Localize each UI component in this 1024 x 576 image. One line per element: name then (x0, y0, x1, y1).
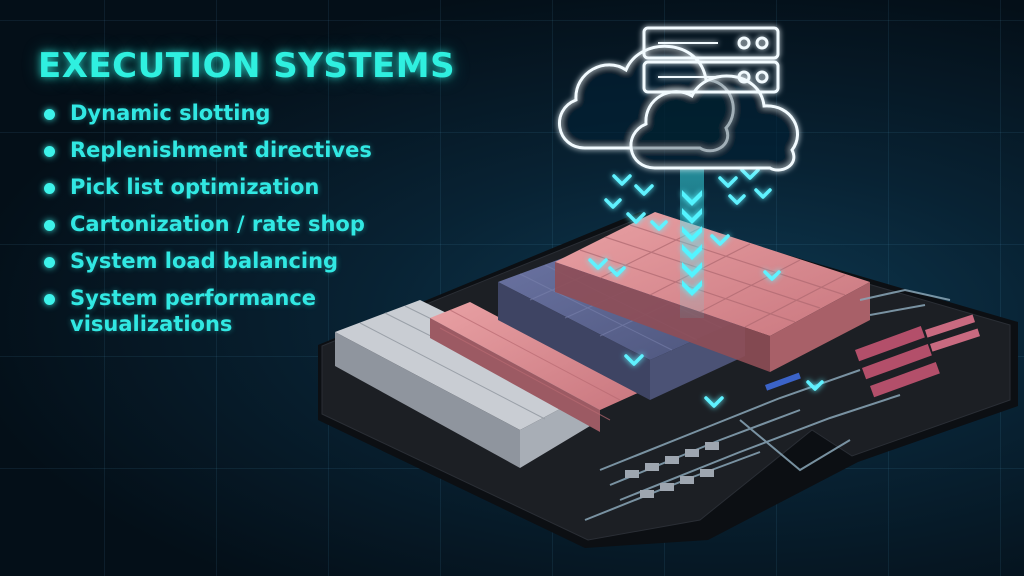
list-item: Pick list optimization (38, 174, 508, 200)
cloud-icon (558, 45, 799, 172)
bullet-dot-icon (44, 220, 55, 231)
down-chevron-icon (588, 168, 824, 408)
bullet-list: Dynamic slotting Replenishment directive… (38, 100, 508, 337)
server-icon (642, 26, 780, 94)
bullet-dot-icon (44, 257, 55, 268)
list-item-label: Cartonization / rate shop (70, 212, 365, 236)
bullet-dot-icon (44, 294, 55, 305)
list-item: Dynamic slotting (38, 100, 508, 126)
page-title: EXECUTION SYSTEMS (38, 46, 456, 86)
text-panel: EXECUTION SYSTEMS Dynamic slotting Reple… (38, 46, 508, 348)
bullet-dot-icon (44, 109, 55, 120)
list-item-label: Dynamic slotting (70, 101, 271, 125)
sorter-stations (855, 314, 981, 398)
list-item: System load balancing (38, 248, 508, 274)
packing-stations (625, 372, 801, 498)
list-item-label: System performance visualizations (70, 286, 317, 336)
list-item: System performance visualizations (38, 285, 370, 337)
list-item-label: Replenishment directives (70, 138, 372, 162)
data-beam (680, 168, 704, 318)
list-item-label: System load balancing (70, 249, 339, 273)
rack-block-small (430, 302, 640, 432)
list-item-label: Pick list optimization (70, 175, 320, 199)
bullet-dot-icon (44, 183, 55, 194)
list-item: Replenishment directives (38, 137, 508, 163)
bullet-dot-icon (44, 146, 55, 157)
list-item: Cartonization / rate shop (38, 211, 508, 237)
rack-block-pink (555, 212, 870, 372)
